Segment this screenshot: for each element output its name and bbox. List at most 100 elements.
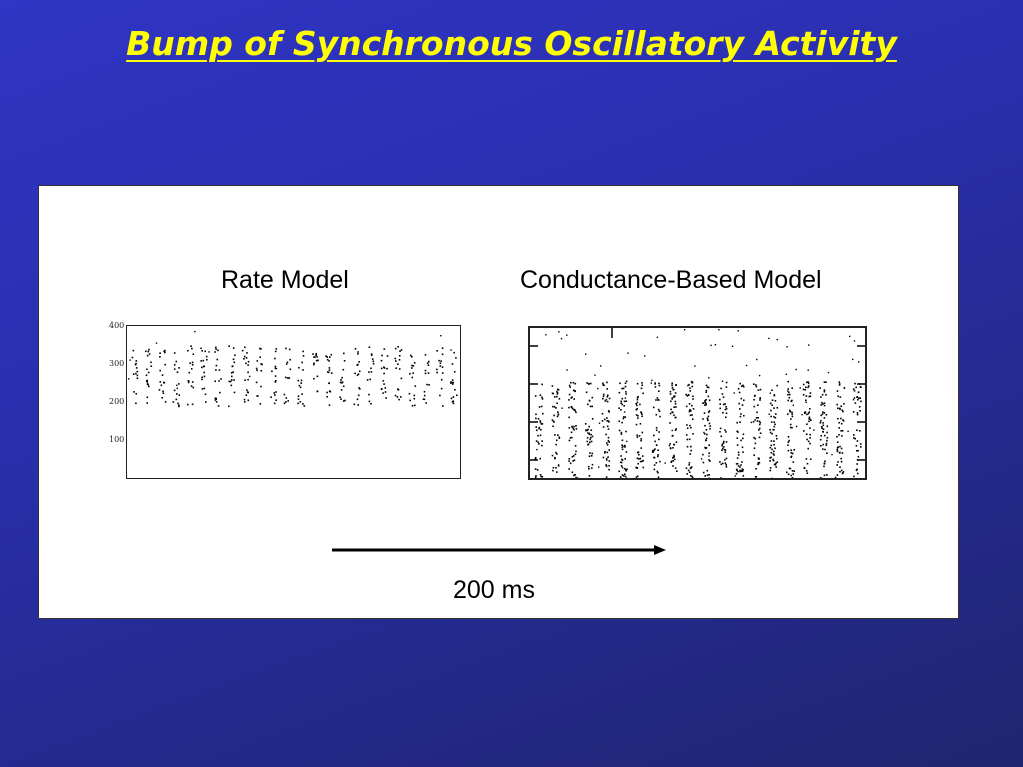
conductance-spike bbox=[790, 456, 792, 458]
conductance-spike bbox=[708, 377, 710, 379]
rate-spike bbox=[315, 354, 317, 356]
conductance-spike bbox=[740, 413, 742, 415]
conductance-spike bbox=[588, 433, 591, 436]
conductance-spike bbox=[637, 462, 639, 465]
conductance-spike bbox=[771, 448, 773, 451]
rate-spike bbox=[187, 381, 190, 384]
conductance-spike bbox=[636, 382, 639, 385]
conductance-spike bbox=[857, 398, 859, 401]
conductance-spike bbox=[653, 464, 656, 466]
rate-spike bbox=[451, 363, 454, 365]
rate-spike bbox=[247, 360, 250, 363]
conductance-spike bbox=[742, 433, 745, 436]
conductance-spike bbox=[589, 452, 591, 454]
conductance-spike bbox=[620, 455, 622, 457]
rate-spike bbox=[439, 394, 441, 397]
rate-spike bbox=[326, 358, 329, 361]
conductance-spike bbox=[725, 466, 728, 468]
conductance-spike bbox=[852, 388, 855, 390]
rate-spike bbox=[217, 405, 220, 407]
conductance-spike bbox=[855, 469, 858, 472]
conductance-spike bbox=[719, 461, 721, 463]
conductance-spike bbox=[688, 471, 691, 473]
conductance-spike bbox=[652, 406, 655, 409]
rate-spike bbox=[214, 399, 217, 401]
rate-spike bbox=[298, 384, 301, 387]
rate-spike bbox=[261, 363, 263, 366]
conductance-spike bbox=[624, 446, 626, 448]
rate-spike bbox=[128, 378, 130, 380]
conductance-spike bbox=[619, 461, 622, 464]
rate-spike bbox=[341, 376, 343, 379]
rate-spike bbox=[246, 389, 248, 391]
conductance-spike bbox=[808, 411, 810, 413]
rate-spike bbox=[302, 355, 305, 357]
rate-spike bbox=[411, 405, 414, 407]
conductance-spike bbox=[589, 405, 592, 408]
conductance-spike bbox=[625, 470, 627, 472]
conductance-spike bbox=[575, 450, 577, 453]
rate-spike bbox=[271, 370, 273, 373]
rate-spike bbox=[340, 379, 342, 381]
conductance-spike bbox=[708, 452, 710, 454]
rate-spike bbox=[155, 342, 158, 344]
conductance-spike bbox=[708, 410, 711, 412]
conductance-spike bbox=[702, 471, 705, 474]
conductance-spike bbox=[555, 467, 557, 469]
rate-spike bbox=[255, 367, 258, 370]
rate-spike bbox=[284, 376, 287, 379]
conductance-spike bbox=[606, 444, 609, 446]
conductance-spike bbox=[618, 420, 620, 423]
conductance-spike bbox=[690, 380, 693, 383]
conductance-spike bbox=[788, 391, 790, 394]
conductance-spike bbox=[852, 358, 854, 361]
conductance-spike bbox=[809, 408, 811, 410]
conductance-spike bbox=[669, 390, 672, 393]
conductance-spike bbox=[669, 393, 672, 395]
conductance-spike bbox=[704, 399, 706, 402]
rate-spike bbox=[145, 380, 148, 382]
conductance-spike bbox=[605, 465, 608, 468]
conductance-spike bbox=[718, 329, 720, 331]
rate-model-title: Rate Model bbox=[221, 266, 349, 294]
rate-spike bbox=[260, 348, 262, 350]
conductance-spike bbox=[725, 441, 728, 443]
conductance-spike bbox=[773, 450, 775, 453]
conductance-spike bbox=[639, 423, 642, 425]
rate-spike bbox=[231, 365, 234, 367]
conductance-spike bbox=[776, 461, 779, 463]
conductance-spike bbox=[736, 437, 739, 439]
rate-spike bbox=[178, 367, 180, 369]
conductance-spike bbox=[809, 392, 812, 394]
conductance-spike bbox=[557, 413, 560, 415]
conductance-spike bbox=[674, 400, 677, 403]
rate-spike bbox=[214, 351, 216, 353]
conductance-spike bbox=[840, 460, 843, 463]
conductance-spike bbox=[774, 423, 776, 426]
conductance-spike bbox=[705, 398, 707, 401]
rate-spike bbox=[274, 365, 277, 368]
conductance-spike bbox=[801, 413, 803, 416]
conductance-spike bbox=[741, 468, 744, 470]
conductance-spike bbox=[621, 466, 624, 469]
conductance-spike bbox=[600, 365, 602, 367]
conductance-spike bbox=[807, 447, 809, 450]
conductance-spike bbox=[745, 364, 748, 367]
conductance-spike bbox=[804, 411, 807, 413]
conductance-spike bbox=[792, 461, 795, 463]
conductance-spike bbox=[654, 386, 657, 388]
conductance-spike bbox=[642, 466, 645, 469]
conductance-spike bbox=[758, 427, 761, 430]
conductance-spike bbox=[791, 387, 793, 389]
conductance-spike bbox=[603, 384, 605, 387]
conductance-spike bbox=[635, 414, 638, 416]
rate-spike bbox=[214, 380, 216, 383]
conductance-spike bbox=[605, 433, 607, 436]
rate-spike bbox=[159, 356, 161, 358]
conductance-spike bbox=[819, 477, 822, 478]
conductance-spike bbox=[823, 390, 826, 393]
rate-spike bbox=[129, 359, 131, 361]
rate-spike bbox=[216, 358, 219, 361]
conductance-spike bbox=[805, 386, 807, 389]
conductance-spike bbox=[774, 416, 777, 419]
